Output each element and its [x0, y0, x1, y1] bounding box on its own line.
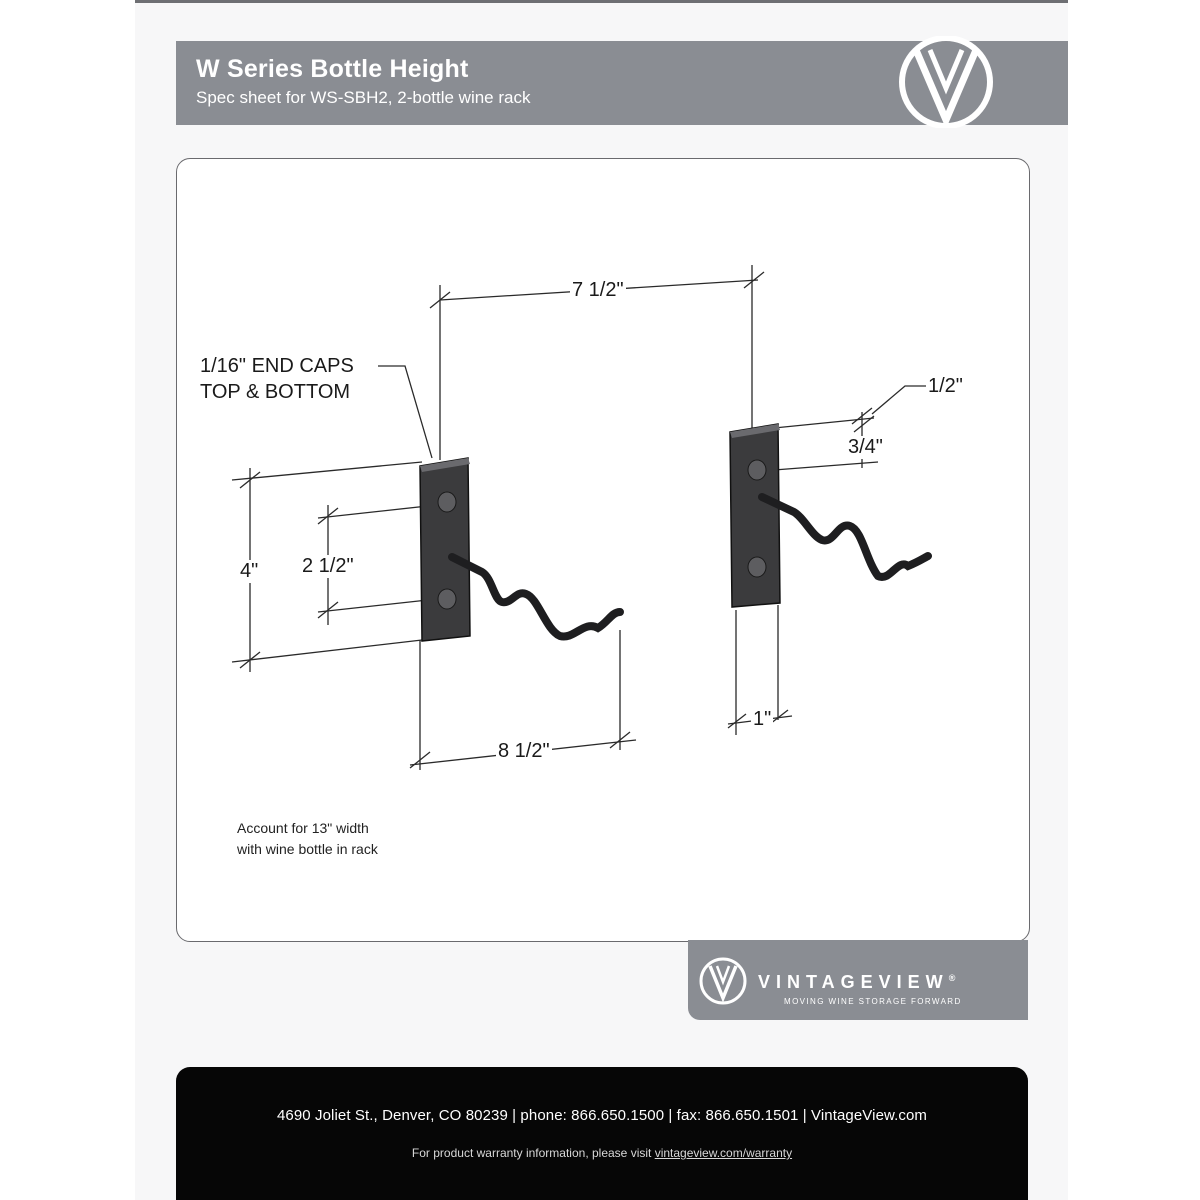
tick-mark: [609, 731, 631, 749]
tick-mark: [317, 507, 339, 525]
leader-line-half-inch: [871, 385, 926, 415]
right-wall-rack: [729, 423, 932, 608]
callout-end-caps-line2: TOP & BOTTOM: [200, 381, 351, 403]
page-title: W Series Bottle Height: [196, 55, 469, 83]
tick-mark: [409, 751, 431, 769]
tick-mark: [317, 601, 339, 619]
width-note-line1: Account for 13" width: [237, 820, 369, 836]
warranty-text: For product warranty information, please…: [411, 1146, 655, 1160]
footer-warranty: For product warranty information, please…: [176, 1146, 1028, 1160]
brand-tagline: MOVING WINE STORAGE FORWARD: [784, 997, 962, 1006]
footer-bar: [176, 1067, 1028, 1200]
extension-line: [773, 417, 875, 429]
brand-name: VINTAGEVIEW®: [758, 972, 955, 993]
tick-mark: [239, 651, 261, 669]
tick-mark: [727, 713, 747, 729]
warranty-link[interactable]: vintageview.com/warranty: [654, 1146, 793, 1160]
v-circle-logo-icon: [699, 957, 747, 1005]
leader-line-end-caps: [378, 365, 433, 459]
tick-mark: [239, 471, 261, 489]
dimension-label-hole-offset: 3/4": [846, 436, 885, 459]
top-rule: [135, 0, 1068, 3]
width-note-line2: with wine bottle in rack: [237, 841, 378, 857]
extension-line: [773, 461, 879, 471]
callout-end-caps-line1: 1/16" END CAPS: [200, 355, 354, 377]
tick-mark: [853, 415, 875, 433]
dimension-label-plate-height: 4": [238, 560, 261, 583]
dimension-label-hole-spacing: 2 1/2": [300, 555, 356, 578]
dimension-label-plate-width: 1": [751, 708, 774, 731]
dimension-label-span: 7 1/2": [570, 279, 626, 302]
brand-name-text: VINTAGEVIEW: [758, 972, 949, 992]
dimension-label-cap-offset: 1/2": [928, 375, 963, 397]
dimension-label-depth: 8 1/2": [496, 740, 552, 763]
tick-mark: [429, 291, 451, 309]
left-wall-rack: [419, 457, 624, 642]
footer-contact: 4690 Joliet St., Denver, CO 80239 | phon…: [276, 1107, 928, 1124]
registered-mark: ®: [948, 973, 956, 983]
width-note: Account for 13" width with wine bottle i…: [237, 818, 378, 860]
v-circle-logo-icon: [899, 36, 993, 128]
tick-mark: [851, 407, 873, 425]
page-subtitle: Spec sheet for WS-SBH2, 2-bottle wine ra…: [196, 88, 531, 107]
tick-mark: [743, 271, 765, 289]
extension-line: [231, 461, 423, 481]
extension-line: [231, 639, 423, 663]
